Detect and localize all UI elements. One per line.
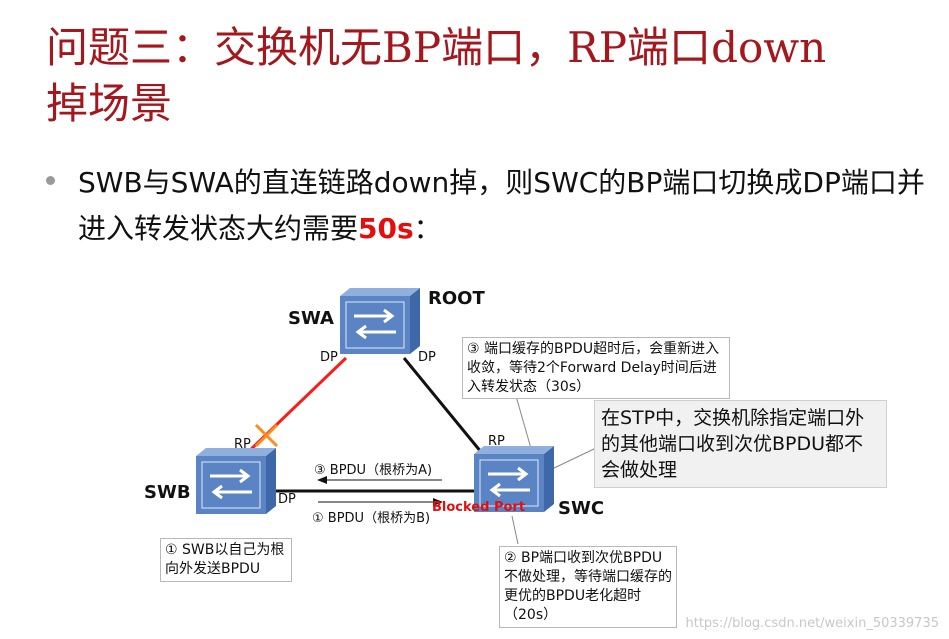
title-rp: RP — [567, 23, 628, 72]
bullet-emphasis: 50s — [358, 212, 414, 245]
note-cache-timeout: ③ 端口缓存的BPDU超时后，会重新进入收敛，等待2个Forward Delay… — [462, 337, 730, 399]
switch-swa-icon — [338, 286, 422, 356]
link-swa-swc — [402, 357, 488, 459]
root-label: ROOT — [428, 288, 485, 309]
swa-label: SWA — [288, 308, 334, 329]
bullet-dot — [46, 176, 55, 185]
title-down: down — [711, 23, 827, 72]
callout-line-note3 — [515, 395, 533, 453]
blocked-port-label: Blocked Port — [432, 500, 526, 515]
bullet-text: SWB与SWA的直连链路down掉，则SWC的BP端口切换成DP端口并进入转发状… — [78, 160, 938, 252]
title-part1: 问题三：交换机无 — [46, 23, 383, 72]
swc-rp-label: RP — [488, 434, 505, 449]
callout-line-stp — [549, 447, 597, 471]
watermark: https://blog.csdn.net/weixin_50339735 — [685, 616, 939, 631]
note-stp-rule: 在STP中，交换机除指定端口外的其他端口收到次优BPDU都不会做处理 — [594, 400, 887, 488]
title-part3: 端口 — [627, 23, 712, 72]
bullet-text-end: ： — [413, 212, 442, 245]
slide-title: 问题三：交换机无BP端口，RP端口down 掉场景 — [46, 20, 936, 132]
title-bp: BP — [382, 23, 442, 72]
swb-rp-label: RP — [234, 437, 251, 452]
callout-line-note2 — [511, 515, 519, 545]
swa-dp-right-label: DP — [418, 350, 436, 365]
bullet-text-main: SWB与SWA的直连链路down掉，则SWC的BP端口切换成DP端口并进入转发状… — [78, 166, 925, 245]
note-swb-bpdu: ① SWB以自己为根向外发送BPDU — [160, 538, 292, 582]
bpdu-top-label: ③ BPDU（根桥为A) — [314, 463, 433, 478]
bpdu-bottom-label: ① BPDU（根桥为B) — [312, 511, 431, 526]
link-down-cross-icon — [254, 423, 279, 448]
swb-label: SWB — [144, 482, 191, 503]
note-bp-port: ② BP端口收到次优BPDU不做处理，等待端口缓存的更优的BPDU老化超时（20… — [499, 546, 677, 628]
title-part2: 端口， — [441, 23, 568, 72]
switch-swb-icon — [194, 446, 278, 516]
swa-dp-left-label: DP — [320, 350, 338, 365]
swc-label: SWC — [558, 498, 605, 519]
title-line2: 掉场景 — [46, 79, 173, 128]
swb-dp-label: DP — [278, 492, 296, 507]
